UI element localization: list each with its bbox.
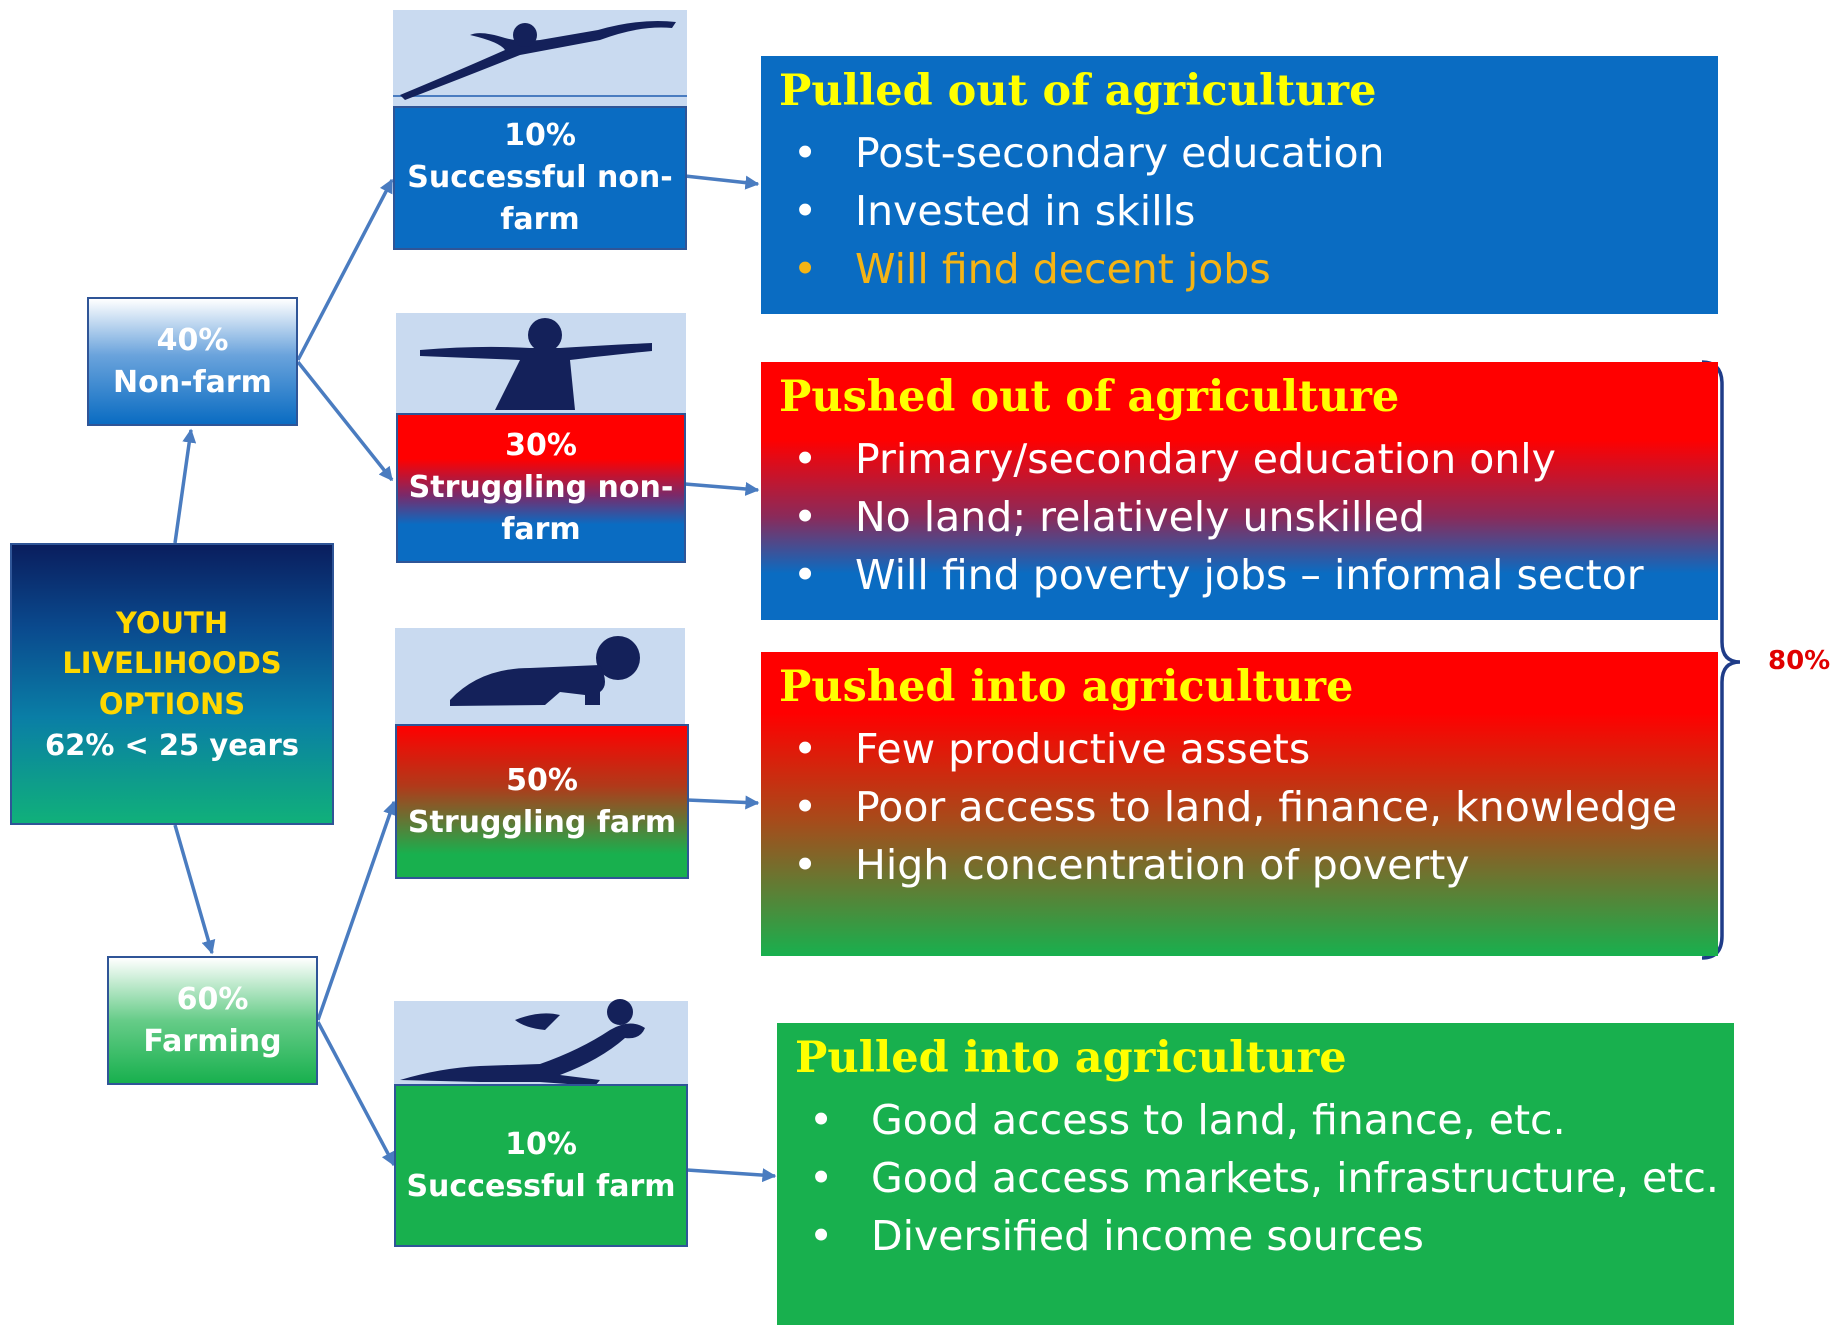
successful-nonfarm-box: 10% Successful non- farm bbox=[393, 106, 687, 250]
pushed-out-of-agriculture-box: Pushed out of agriculture Primary/second… bbox=[761, 362, 1718, 620]
arrow-to-pushed-into bbox=[686, 795, 760, 810]
bracket-80-percent bbox=[1701, 360, 1741, 960]
nonfarm-pct: 40% bbox=[156, 322, 229, 358]
category-bullet: Diversified income sources bbox=[795, 1207, 1734, 1265]
category-bullet: Few productive assets bbox=[779, 720, 1718, 778]
struggling-farm-pct: 50% bbox=[506, 762, 578, 798]
category-bullet: Good access markets, infrastructure, etc… bbox=[795, 1149, 1734, 1207]
nonfarm-label: Non-farm bbox=[113, 364, 272, 400]
category-bullet: Good access to land, finance, etc. bbox=[795, 1091, 1734, 1149]
arrow-nonfarm-to-successful-nonfarm bbox=[296, 178, 394, 361]
category-bullet: Poor access to land, finance, knowledge bbox=[779, 778, 1718, 836]
youth-livelihoods-box: YOUTH LIVELIHOODS OPTIONS 62% < 25 years bbox=[10, 543, 334, 825]
farming-label: Farming bbox=[143, 1023, 282, 1059]
arrow-to-pushed-out bbox=[684, 481, 760, 496]
pushed-into-agriculture-box: Pushed into agriculture Few productive a… bbox=[761, 652, 1718, 956]
category-title: Pushed into agriculture bbox=[779, 662, 1354, 712]
leaping-person-icon bbox=[393, 10, 687, 106]
source-line-2: LIVELIHOODS bbox=[62, 646, 282, 681]
arrow-farming-to-struggling-farm bbox=[316, 800, 397, 1021]
bracket-label: 80% bbox=[1768, 646, 1831, 676]
successful-farm-pct: 10% bbox=[505, 1126, 577, 1162]
successful-farm-line1: Successful farm bbox=[406, 1168, 676, 1204]
farming-box: 60% Farming bbox=[107, 956, 318, 1085]
category-bullet: Invested in skills bbox=[779, 182, 1718, 240]
successful-nonfarm-pct: 10% bbox=[504, 118, 576, 153]
arrow-source-to-farming bbox=[173, 824, 216, 955]
source-line-4: 62% < 25 years bbox=[44, 727, 300, 762]
struggling-nonfarm-box: 30% Struggling non- farm bbox=[396, 413, 686, 563]
crawling-baby-icon bbox=[395, 628, 685, 724]
category-bullet: Primary/secondary education only bbox=[779, 430, 1718, 488]
category-bullet: No land; relatively unskilled bbox=[779, 488, 1718, 546]
struggling-nonfarm-line1: Struggling non- bbox=[408, 470, 674, 505]
category-bullet: Will find poverty jobs – informal sector bbox=[779, 546, 1718, 604]
nonfarm-box: 40% Non-farm bbox=[87, 297, 298, 426]
source-line-1: YOUTH bbox=[115, 605, 229, 640]
farming-pct: 60% bbox=[176, 981, 249, 1017]
struggling-nonfarm-line2: farm bbox=[501, 512, 581, 547]
category-bullet: High concentration of poverty bbox=[779, 836, 1718, 894]
category-bullet: Post-secondary education bbox=[779, 124, 1718, 182]
successful-farm-box: 10% Successful farm bbox=[394, 1084, 688, 1247]
pulled-out-of-agriculture-box: Pulled out of agriculture Post-secondary… bbox=[761, 56, 1718, 314]
category-bullet: Will find decent jobs bbox=[779, 240, 1718, 298]
successful-nonfarm-line1: Successful non- bbox=[407, 160, 673, 195]
struggling-farm-line1: Struggling farm bbox=[407, 804, 677, 840]
pulled-into-agriculture-box: Pulled into agriculture Good access to l… bbox=[777, 1023, 1734, 1325]
arrow-to-pulled-into bbox=[686, 1168, 777, 1183]
arrow-farming-to-successful-farm bbox=[316, 1021, 396, 1167]
category-title: Pushed out of agriculture bbox=[779, 372, 1400, 422]
source-line-3: OPTIONS bbox=[98, 687, 246, 721]
struggling-farm-box: 50% Struggling farm bbox=[395, 724, 689, 879]
category-title: Pulled into agriculture bbox=[795, 1033, 1347, 1083]
category-title: Pulled out of agriculture bbox=[779, 66, 1377, 116]
arrow-source-to-nonfarm bbox=[173, 428, 197, 544]
successful-nonfarm-line2: farm bbox=[500, 202, 580, 237]
arrow-to-pulled-out bbox=[684, 174, 760, 190]
arrow-nonfarm-to-struggling-nonfarm bbox=[296, 360, 394, 482]
running-person-icon bbox=[394, 999, 688, 1086]
standing-person-icon bbox=[396, 313, 686, 413]
struggling-nonfarm-pct: 30% bbox=[505, 428, 577, 463]
